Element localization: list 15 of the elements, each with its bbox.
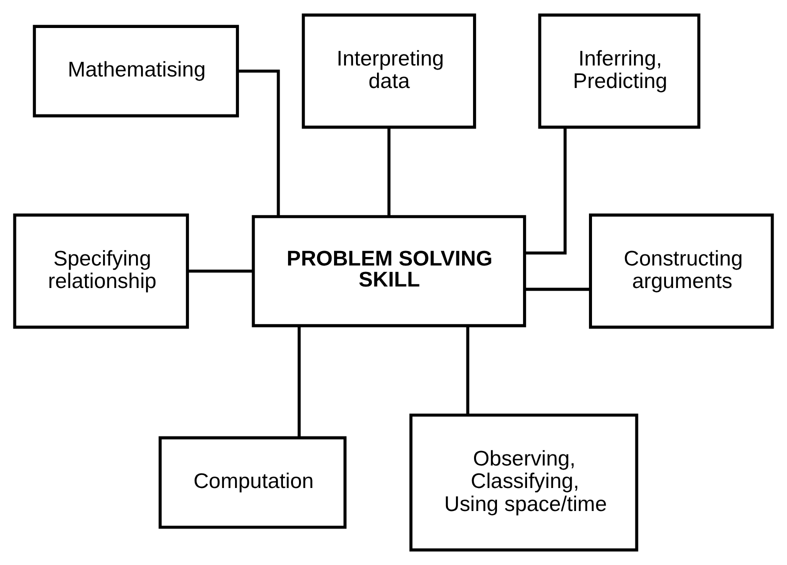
connector [466, 326, 470, 415]
connector [298, 326, 301, 438]
connector [524, 288, 590, 291]
node-box: Specifying relationship [13, 214, 189, 329]
node-box: Constructing arguments [588, 214, 774, 329]
node-box: Mathematising [32, 24, 239, 118]
node-box: Computation [158, 436, 347, 529]
node-box: Interpreting data [302, 14, 476, 129]
connector [238, 70, 280, 216]
connector [387, 127, 390, 216]
connector [187, 270, 254, 273]
node-box: Inferring, Predicting [538, 14, 700, 129]
node-box: Observing, Classifying, Using space/time [409, 414, 638, 552]
node-box: PROBLEM SOLVING SKILL [252, 215, 526, 328]
connector [524, 128, 567, 254]
